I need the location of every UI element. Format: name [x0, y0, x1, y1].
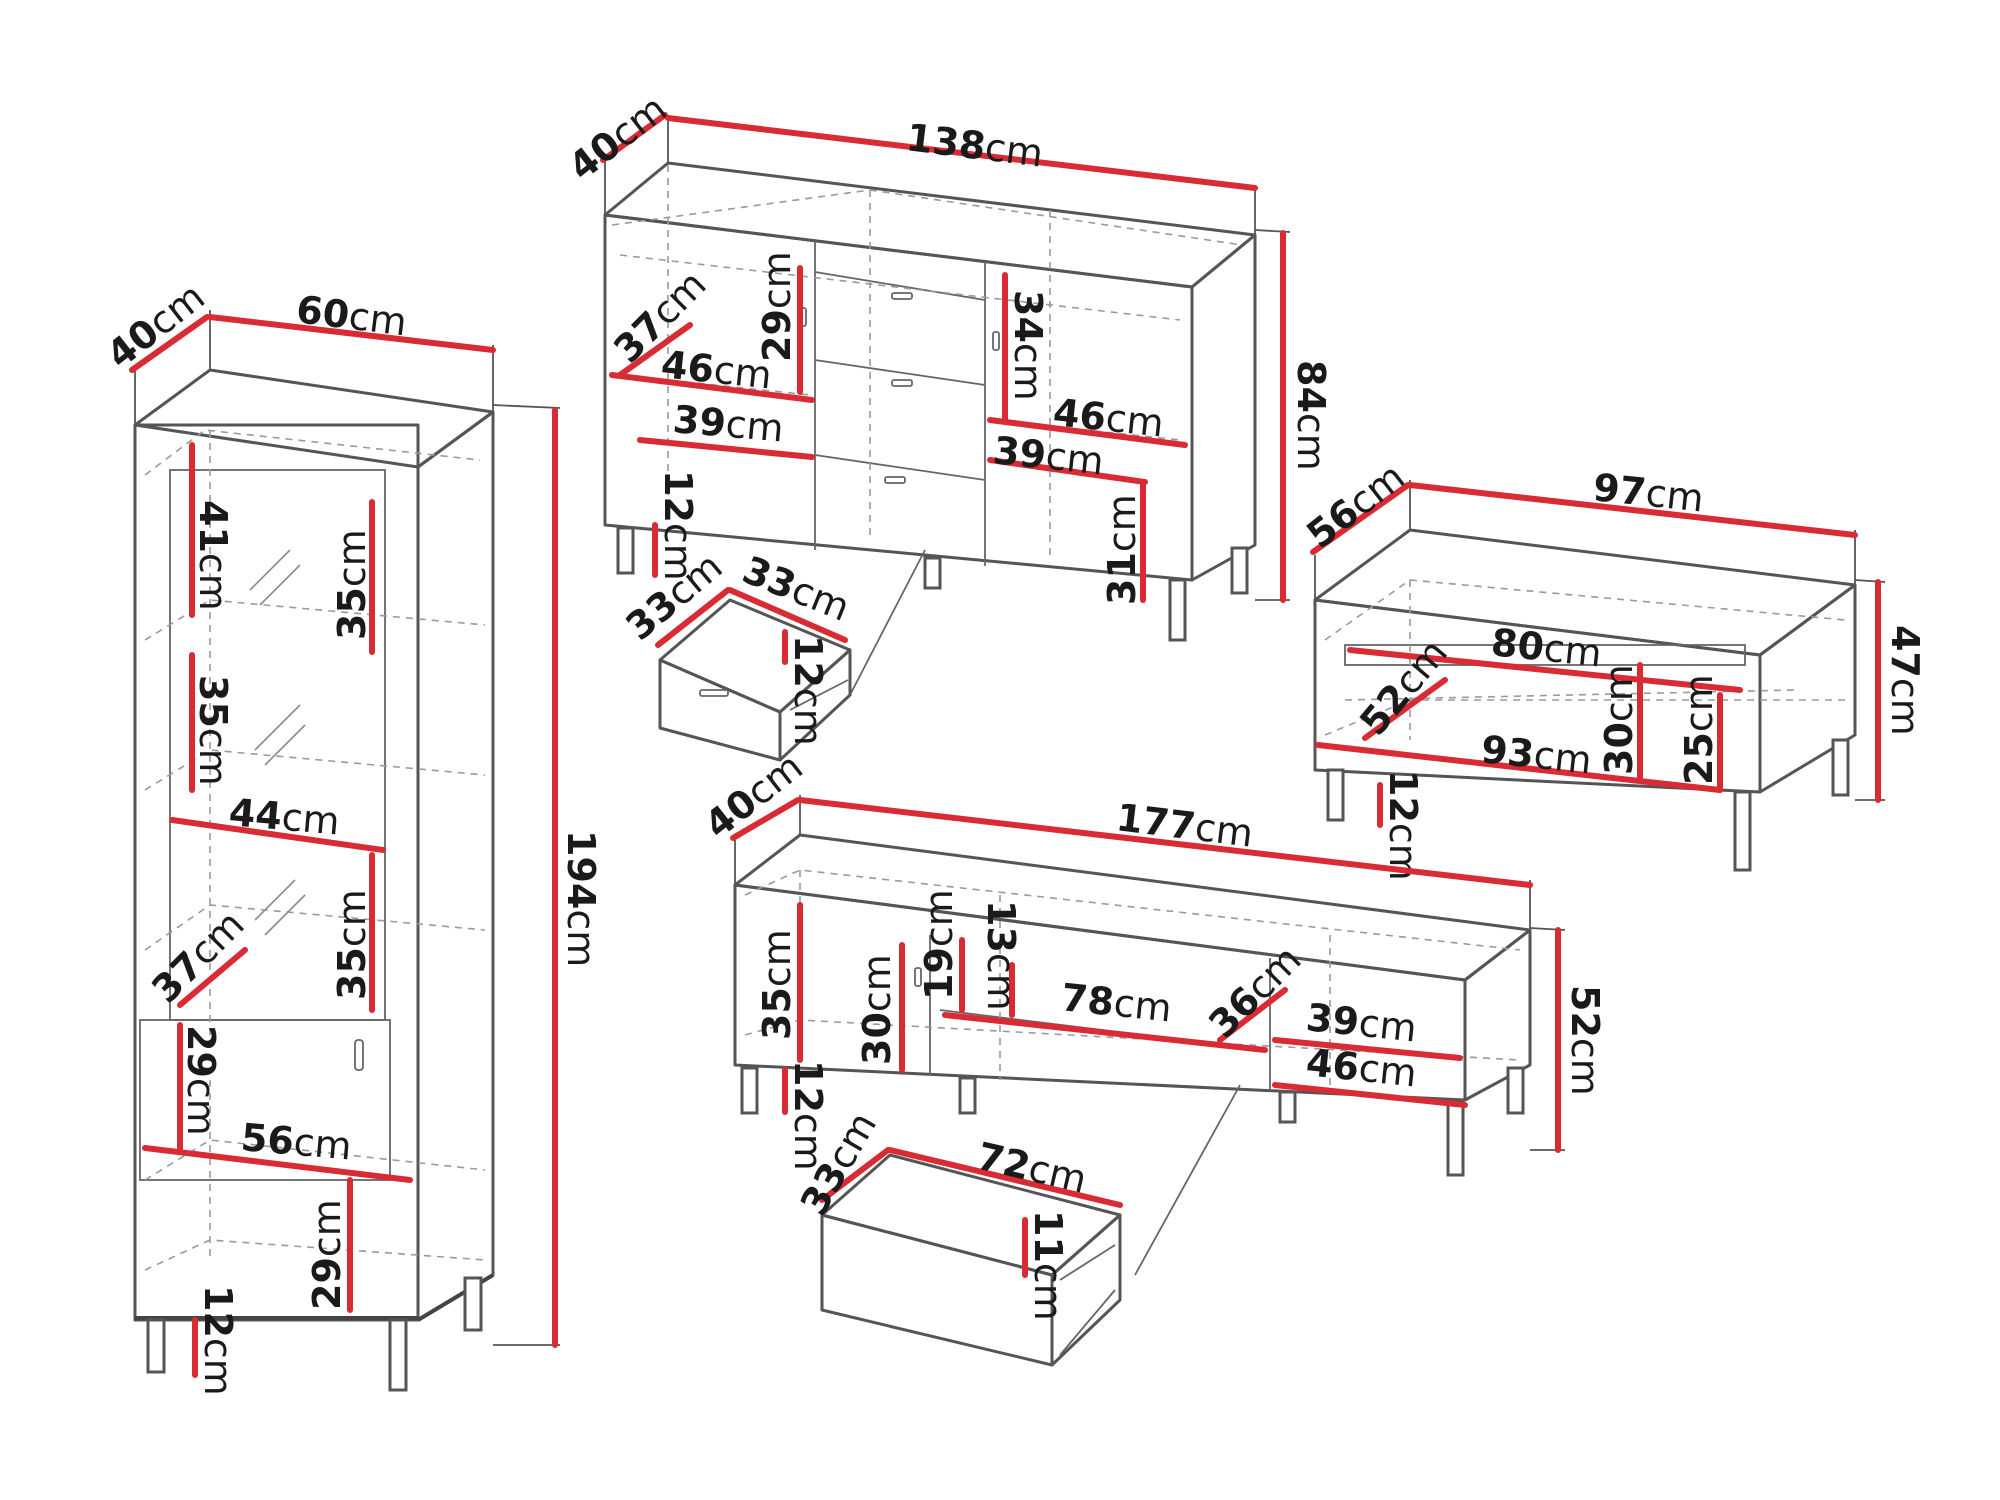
- vitrine-29a-label: 29cm: [179, 1025, 223, 1136]
- tv-78-label: 78cm: [1059, 975, 1174, 1030]
- coffee-table: [1313, 480, 1886, 872]
- tv-12-label: 12cm: [786, 1060, 830, 1171]
- tv-19-label: 19cm: [917, 889, 961, 1000]
- vitrine-41-label: 41cm: [191, 500, 235, 611]
- vitrine-35c-label: 35cm: [330, 889, 374, 1000]
- sideboard-12-label: 12cm: [656, 470, 700, 581]
- sideboard-46b-label: 46cm: [1051, 390, 1166, 445]
- sideboard-29-label: 29cm: [755, 251, 799, 362]
- vitrine-dimension-lines: [129, 314, 558, 1378]
- table-height-label: 47cm: [1883, 625, 1927, 736]
- table-52-label: 52cm: [1351, 631, 1456, 744]
- tv-depth-label: 40cm: [696, 744, 810, 847]
- table-12-label: 12cm: [1381, 770, 1425, 881]
- sideboard-height-label: 84cm: [1289, 360, 1333, 471]
- tv-stand-dimension-lines: [730, 797, 1561, 1278]
- sb-drawer-12-label: 12cm: [786, 635, 830, 746]
- vitrine-44-label: 44cm: [227, 790, 341, 843]
- vitrine-width-label: 60cm: [294, 287, 409, 344]
- tv-width-label: 177cm: [1114, 795, 1256, 855]
- table-30-label: 30cm: [1597, 664, 1641, 775]
- sideboard-46a-label: 46cm: [659, 342, 774, 397]
- sideboard-cabinet: [603, 115, 1291, 696]
- sideboard-depth-label: 40cm: [560, 86, 674, 189]
- tv-35-label: 35cm: [755, 929, 799, 1040]
- tv-30-label: 30cm: [855, 954, 899, 1065]
- table-80-label: 80cm: [1489, 620, 1604, 675]
- tv-height-label: 52cm: [1563, 985, 1607, 1096]
- sideboard-drawer: [658, 598, 852, 762]
- vitrine-35a-label: 35cm: [330, 529, 374, 640]
- vitrine-height-label: 194cm: [559, 830, 603, 967]
- table-width-label: 97cm: [1591, 465, 1706, 520]
- vitrine-cabinet: [133, 310, 561, 1392]
- sideboard-dimension-lines: [600, 112, 1286, 665]
- tv-13-label: 13cm: [979, 900, 1023, 1011]
- vitrine-56-label: 56cm: [239, 1115, 353, 1168]
- table-25-label: 25cm: [1677, 674, 1721, 785]
- sideboard-39a-label: 39cm: [671, 397, 785, 450]
- sideboard-width-label: 138cm: [904, 115, 1046, 175]
- tv-46-label: 46cm: [1304, 1040, 1419, 1095]
- tv-drawer-11-label: 11cm: [1026, 1210, 1070, 1321]
- vitrine-12-label: 12cm: [196, 1285, 240, 1396]
- tv-39-label: 39cm: [1304, 995, 1419, 1050]
- vitrine-35b-label: 35cm: [191, 675, 235, 786]
- sideboard-39b-label: 39cm: [991, 428, 1106, 483]
- table-93-label: 93cm: [1479, 727, 1594, 782]
- tv-drawer: [820, 1153, 1122, 1367]
- vitrine-29b-label: 29cm: [305, 1199, 349, 1310]
- sideboard-31-label: 31cm: [1100, 494, 1144, 605]
- sideboard-34-label: 34cm: [1006, 290, 1050, 401]
- coffee-table-labels: 56cm 97cm 47cm 80cm 52cm 93cm 30cm 25cm …: [1298, 454, 1927, 881]
- tv-stand-labels: 40cm 177cm 52cm 35cm 30cm 19cm 13cm 78cm…: [696, 744, 1607, 1321]
- coffee-table-dimension-lines: [1310, 482, 1881, 828]
